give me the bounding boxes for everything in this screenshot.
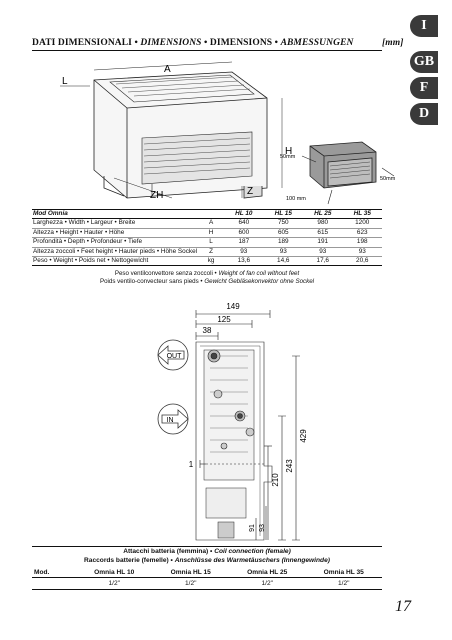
- label-H: H: [285, 146, 292, 157]
- table-cell: 20,6: [342, 256, 382, 267]
- language-tab-it[interactable]: I: [410, 15, 438, 37]
- table-row: Peso • Weight • Poids net • Nettogewicht…: [32, 256, 382, 267]
- table-row: Larghezza • Width • Largeur • Breite A 6…: [32, 218, 382, 229]
- table-cell: A: [198, 218, 225, 229]
- coil-header-cell: Omnia HL 15: [152, 567, 229, 578]
- table-cell: 750: [263, 218, 304, 229]
- coil-row: 1/2" 1/2" 1/2" 1/2": [32, 578, 382, 589]
- table-cell: 605: [263, 228, 304, 239]
- table-header-cell: [198, 208, 225, 220]
- weight-notes: Peso ventilconvettore senza zoccoli • We…: [99, 270, 315, 285]
- label-A: A: [164, 64, 171, 75]
- coil-cell: 1/2": [261, 579, 273, 587]
- table-cell: 93: [224, 247, 264, 258]
- side-view-drawing: OUT IN 149 125 38 1 429 243 210 93 91: [157, 302, 308, 541]
- table-cell: 623: [342, 228, 382, 239]
- coil-cell: [32, 578, 76, 589]
- out-label: OUT: [167, 353, 183, 360]
- dim-429: 429: [299, 429, 308, 443]
- table-row: Altezza • Height • Hauter • Höhe H 600 6…: [32, 228, 382, 239]
- table-header-cell: HL 25: [303, 208, 343, 220]
- table-cell: 980: [303, 218, 343, 229]
- table-cell: kg: [198, 256, 225, 267]
- coil-cell: 1/2": [184, 579, 197, 587]
- table-cell: 600: [224, 228, 264, 239]
- language-tab-de[interactable]: D: [410, 103, 438, 125]
- language-tab-gb[interactable]: GB: [410, 51, 438, 73]
- coil-header-cell: Omnia HL 25: [229, 567, 306, 578]
- coil-connection-table: Mod. Omnia HL 10 Omnia HL 15 Omnia HL 25…: [32, 567, 382, 588]
- in-label: IN: [167, 417, 174, 424]
- table-cell: Altezza zoccoli • Feet height • Hauter p…: [32, 247, 199, 258]
- table-cell: 93: [342, 247, 382, 258]
- table-cell: Peso • Weight • Poids net • Nettogewicht: [32, 256, 199, 267]
- coil-cell: 1/2": [108, 579, 120, 587]
- out-arrow-icon: OUT: [157, 339, 189, 371]
- table-cell: 189: [263, 237, 304, 248]
- coil-top-rule: [32, 546, 382, 547]
- dim-125: 125: [217, 315, 231, 324]
- dim-91: 91: [249, 524, 256, 532]
- table-row: Altezza zoccoli • Feet height • Hauter p…: [32, 247, 382, 258]
- dim-149: 149: [226, 302, 240, 311]
- table-header-cell: HL 35: [342, 208, 382, 220]
- table-cell: 14,6: [263, 256, 304, 267]
- table-cell: Z: [198, 247, 225, 258]
- table-header-row: Mod Omnia HL 10 HL 15 HL 25 HL 35: [32, 208, 382, 220]
- table-cell: H: [198, 228, 225, 239]
- table-cell: 640: [224, 218, 264, 229]
- table-header-cell: Mod Omnia: [32, 208, 199, 220]
- table-header-cell: HL 15: [263, 208, 304, 220]
- dim-243: 243: [285, 459, 294, 473]
- table-row: Profondità • Depth • Profondeur • Tiefe …: [32, 237, 382, 248]
- table-cell: 17,6: [303, 256, 343, 267]
- table-cell: Larghezza • Width • Largeur • Breite: [32, 218, 199, 229]
- coil-cell: 1/2": [337, 579, 350, 587]
- label-ZH: ZH: [150, 190, 163, 201]
- label-clear-right: 50mm: [380, 176, 396, 182]
- table-cell: 187: [224, 237, 264, 248]
- dim-210: 210: [271, 473, 280, 487]
- dimensions-table: Mod Omnia HL 10 HL 15 HL 25 HL 35 Larghe…: [32, 208, 382, 267]
- table-cell: 615: [303, 228, 343, 239]
- in-arrow-icon: IN: [157, 403, 189, 435]
- coil-title-line2: Raccords batterie (femelle) • Anschlüsse…: [84, 557, 330, 564]
- page-number: 17: [395, 598, 411, 615]
- table-cell: 93: [263, 247, 304, 258]
- coil-title-line1: Attacchi batteria (femmina) • Coil conne…: [123, 548, 291, 555]
- table-cell: Altezza • Height • Hauter • Höhe: [32, 228, 199, 239]
- language-tab-fr[interactable]: F: [410, 77, 438, 99]
- label-Z: Z: [247, 186, 253, 197]
- table-cell: 13,6: [224, 256, 264, 267]
- dim-1: 1: [189, 460, 194, 469]
- label-clear-front: 100 mm: [286, 196, 306, 202]
- coil-bottom-rule: [32, 589, 382, 590]
- coil-header-cell: Omnia HL 10: [76, 567, 153, 578]
- heading-rule: [32, 50, 382, 51]
- table-cell: L: [198, 237, 225, 248]
- table-cell: 93: [303, 247, 343, 258]
- coil-header-cell: Mod.: [32, 567, 76, 578]
- dim-38: 38: [203, 326, 212, 335]
- table-header-cell: HL 10: [224, 208, 264, 220]
- page-title: DATI DIMENSIONALI • DIMENSIONS • DIMENSI…: [32, 38, 404, 48]
- label-clear-left: 50mm: [280, 154, 296, 160]
- coil-header-row: Mod. Omnia HL 10 Omnia HL 15 Omnia HL 25…: [32, 567, 382, 578]
- label-L: L: [62, 76, 68, 87]
- table-cell: 1200: [342, 218, 382, 229]
- coil-header-cell: Omnia HL 35: [305, 567, 382, 578]
- table-cell: Profondità • Depth • Profondeur • Tiefe: [32, 237, 199, 248]
- fancoil-perspective-drawing: L A H ZH Z 50mm 50mm 100 mm: [60, 61, 396, 205]
- dim-93: 93: [259, 524, 266, 532]
- table-cell: 191: [303, 237, 343, 248]
- table-cell: 198: [342, 237, 382, 248]
